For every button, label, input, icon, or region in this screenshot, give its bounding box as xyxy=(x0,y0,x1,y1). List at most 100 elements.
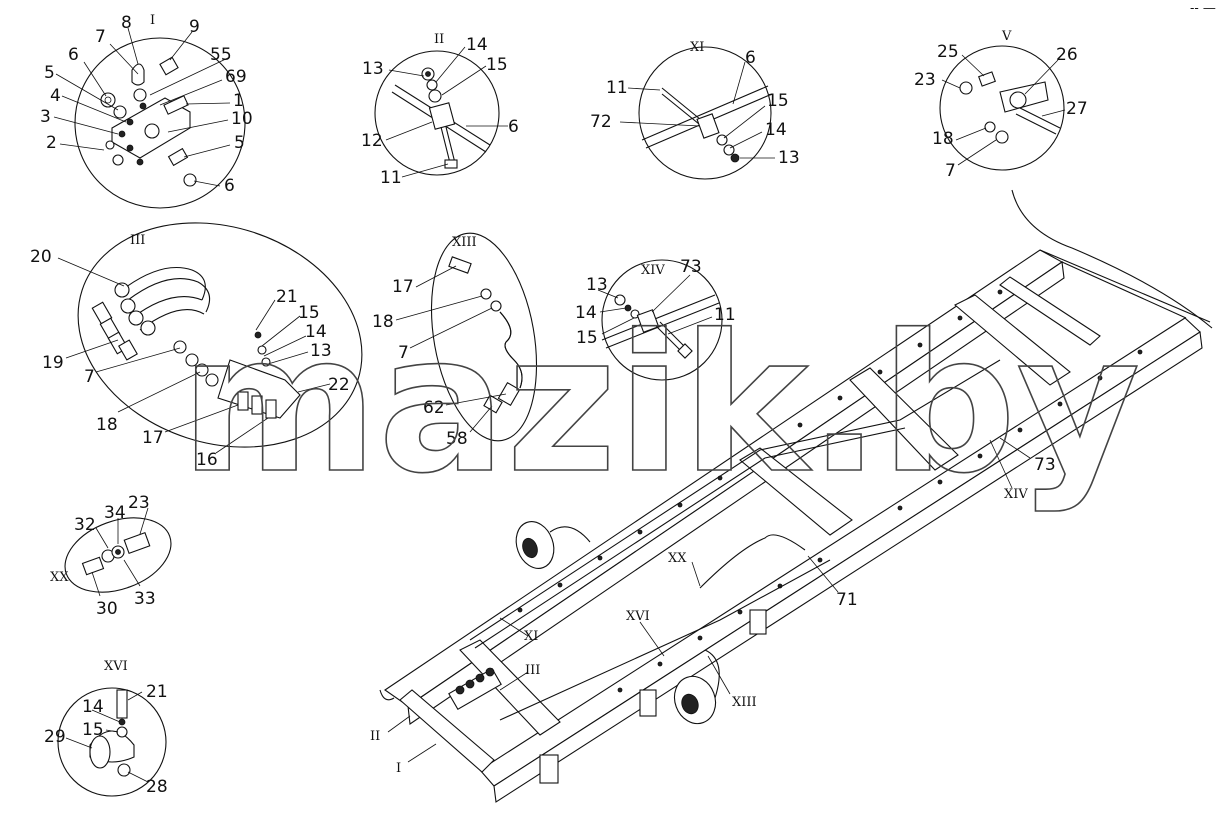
detail-V-label-18: 18 xyxy=(932,129,954,149)
left-rail-web xyxy=(407,261,1065,725)
detail-III-label-21: 21 xyxy=(276,287,298,307)
detail-V-label-27: 27 xyxy=(1066,99,1088,119)
detail-XIV-title: XIV xyxy=(641,263,665,278)
frame-ref-XIII: XIII xyxy=(732,695,757,710)
frame-ref-71: 71 xyxy=(836,590,858,610)
detail-XI-label-13: 13 xyxy=(778,148,800,168)
detail-XIV-label-73: 73 xyxy=(680,257,702,277)
detail-XIII-label-18: 18 xyxy=(372,312,394,332)
detail-XI-title: XI xyxy=(690,40,704,55)
detail-I-label-6a: 6 xyxy=(68,45,79,65)
detail-XVI-label-14: 14 xyxy=(82,697,104,717)
detail-II-label-12: 12 xyxy=(361,131,383,151)
detail-I-title: I xyxy=(150,13,155,28)
detail-II-title: II xyxy=(434,32,444,47)
detail-V-title: V xyxy=(1001,29,1012,44)
detail-I-circle xyxy=(74,37,246,209)
frame-ref-XX: XX xyxy=(668,551,687,566)
detail-XIII-title: XIII xyxy=(452,235,477,250)
detail-XVI-title: XVI xyxy=(104,659,128,674)
detail-II-circle xyxy=(374,50,500,176)
detail-III-label-18: 18 xyxy=(96,415,118,435)
detail-XX-label-30: 30 xyxy=(96,599,118,619)
detail-III-label-17: 17 xyxy=(142,428,164,448)
watermark: mazik.by xyxy=(180,294,1140,515)
detail-XIV-label-15: 15 xyxy=(576,328,598,348)
detail-II-label-6: 6 xyxy=(508,117,519,137)
detail-V-label-26: 26 xyxy=(1056,45,1078,65)
chassis-frame: 73 XIV 71 XX XVI XI III XIII II I xyxy=(370,189,1213,803)
detail-III-label-7: 7 xyxy=(84,367,95,387)
detail-XI-label-72: 72 xyxy=(590,112,612,132)
detail-XVI-label-21: 21 xyxy=(146,682,168,702)
detail-XIV: XIV 73 13 14 11 15 xyxy=(575,257,736,381)
detail-XX-ellipse xyxy=(64,517,172,593)
detail-III-label-13: 13 xyxy=(310,341,332,361)
frame-ref-III: III xyxy=(525,663,540,678)
detail-XIII-label-7: 7 xyxy=(398,343,409,363)
frame-ref-I: I xyxy=(396,761,401,776)
detail-V-label-25: 25 xyxy=(937,42,959,62)
detail-III: III 20 21 15 14 13 19 22 7 18 17 16 xyxy=(30,222,363,470)
detail-I-label-2: 2 xyxy=(46,133,57,153)
detail-V-label-23: 23 xyxy=(914,70,936,90)
detail-I-label-5a: 5 xyxy=(44,63,55,83)
detail-II-label-15: 15 xyxy=(486,55,508,75)
corner-mark: -- — xyxy=(1190,1,1216,16)
detail-XIII-label-17: 17 xyxy=(392,277,414,297)
frame-ref-XVI: XVI xyxy=(626,609,650,624)
detail-XVI-circle xyxy=(57,687,167,797)
detail-I-label-5b: 5 xyxy=(234,133,245,153)
right-rail-web xyxy=(493,331,1203,803)
detail-XIII-label-58: 58 xyxy=(446,429,468,449)
detail-I-label-1: 1 xyxy=(233,91,244,111)
detail-I-label-3: 3 xyxy=(40,107,51,127)
detail-III-label-22: 22 xyxy=(328,375,350,395)
detail-III-ellipse xyxy=(77,222,363,448)
detail-XX-label-34: 34 xyxy=(104,503,126,523)
detail-XX: XX 32 34 23 30 33 xyxy=(50,493,172,619)
detail-XX-label-23: 23 xyxy=(128,493,150,513)
detail-I: I 8 9 7 6 55 69 5 1 4 10 3 2 5 6 xyxy=(40,13,253,209)
detail-II: II 14 13 15 12 6 11 xyxy=(361,32,519,188)
frame-ref-73: 73 xyxy=(1034,455,1056,475)
detail-V: V 25 26 23 27 18 7 xyxy=(914,29,1088,181)
detail-XI-label-6: 6 xyxy=(745,48,756,68)
detail-XX-label-33: 33 xyxy=(134,589,156,609)
frame-ref-XIV: XIV xyxy=(1004,487,1028,502)
detail-XIII-ellipse xyxy=(430,232,538,442)
detail-XVI-label-29: 29 xyxy=(44,727,66,747)
detail-I-label-6b: 6 xyxy=(224,176,235,196)
detail-I-label-69: 69 xyxy=(225,67,247,87)
detail-V-circle xyxy=(939,45,1065,171)
detail-III-label-15: 15 xyxy=(298,303,320,323)
detail-XX-title: XX xyxy=(50,570,69,585)
detail-II-label-13: 13 xyxy=(362,59,384,79)
frame-ref-II: II xyxy=(370,729,380,744)
detail-XVI-label-15: 15 xyxy=(82,720,104,740)
detail-XI-label-14: 14 xyxy=(765,120,787,140)
detail-V-label-7: 7 xyxy=(945,161,956,181)
detail-XI-label-15: 15 xyxy=(767,91,789,111)
detail-XVI: XVI 21 14 15 29 28 xyxy=(44,659,168,797)
detail-XX-label-32: 32 xyxy=(74,515,96,535)
detail-I-label-55: 55 xyxy=(210,45,232,65)
detail-XI-circle xyxy=(638,46,772,180)
detail-III-label-20: 20 xyxy=(30,247,52,267)
detail-II-label-14: 14 xyxy=(466,35,488,55)
frame-outline-arc xyxy=(1011,189,1213,329)
detail-XIV-label-14: 14 xyxy=(575,303,597,323)
detail-XIII: XIII 17 18 7 62 58 xyxy=(372,232,538,449)
detail-I-label-8: 8 xyxy=(121,13,132,33)
detail-XI-label-11: 11 xyxy=(606,78,628,98)
detail-III-label-19: 19 xyxy=(42,353,64,373)
detail-II-label-11: 11 xyxy=(380,168,402,188)
detail-XIV-label-13: 13 xyxy=(586,275,608,295)
detail-I-label-4: 4 xyxy=(50,86,61,106)
detail-III-label-16: 16 xyxy=(196,450,218,470)
detail-XI: XI 6 11 15 72 14 13 xyxy=(590,40,800,180)
detail-III-title: III xyxy=(130,233,145,248)
detail-XIV-circle xyxy=(601,259,723,381)
detail-I-label-7: 7 xyxy=(95,27,106,47)
